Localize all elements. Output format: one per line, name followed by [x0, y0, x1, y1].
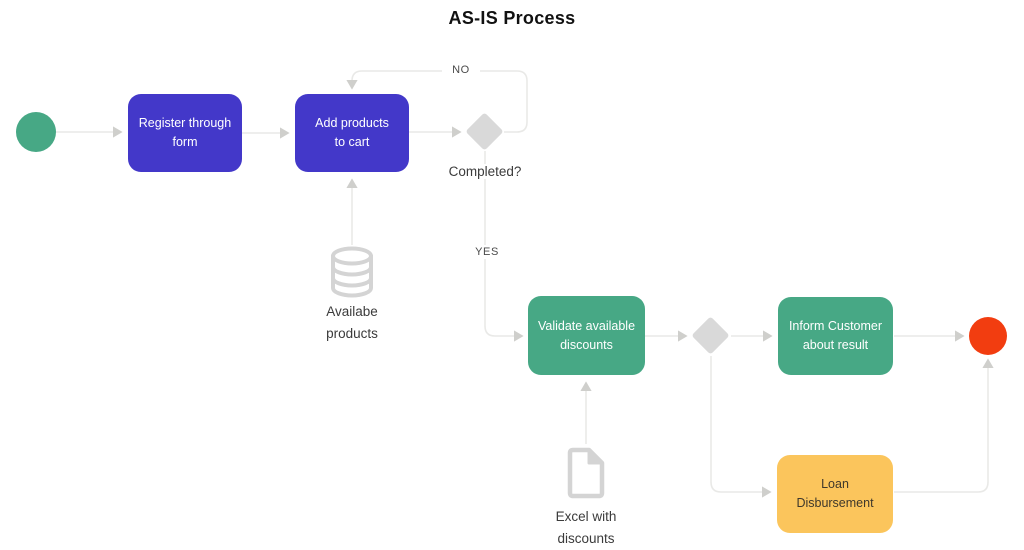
task-add-products-to-cart: Add products to cart: [295, 94, 409, 172]
task-label: Inform Customer about result: [788, 319, 883, 352]
document-icon: [567, 447, 605, 499]
edge-yes-path: [484, 151, 524, 342]
start-event: [16, 112, 56, 152]
task-validate-available-discounts: Validate available discounts: [528, 296, 645, 375]
task-inform-customer-about-result: Inform Customer about result: [778, 297, 893, 375]
gateway-completed-label: Completed?: [430, 164, 540, 179]
edge-label-yes: YES: [466, 245, 508, 259]
datastore-available-products-label: Availabe products: [326, 304, 378, 341]
edge-no-loop: [346, 70, 528, 133]
task-label: Validate available discounts: [537, 318, 636, 352]
edge-loan-end: [894, 358, 994, 493]
task-label: Register through form: [138, 116, 232, 149]
database-icon: [331, 246, 373, 298]
edge-label-no: NO: [442, 63, 480, 77]
task-label: Add products to cart: [315, 116, 389, 149]
task-loan-disbursement: Loan Disbursement: [777, 455, 893, 533]
task-register-through-form: Register through form: [128, 94, 242, 172]
diagram-title: AS-IS Process: [448, 8, 576, 28]
task-label: Loan Disbursement: [796, 477, 874, 510]
datastore-excel-discounts-label: Excel with discounts: [555, 509, 617, 546]
end-event: [969, 317, 1007, 355]
edge-gateway-loan: [710, 356, 772, 498]
